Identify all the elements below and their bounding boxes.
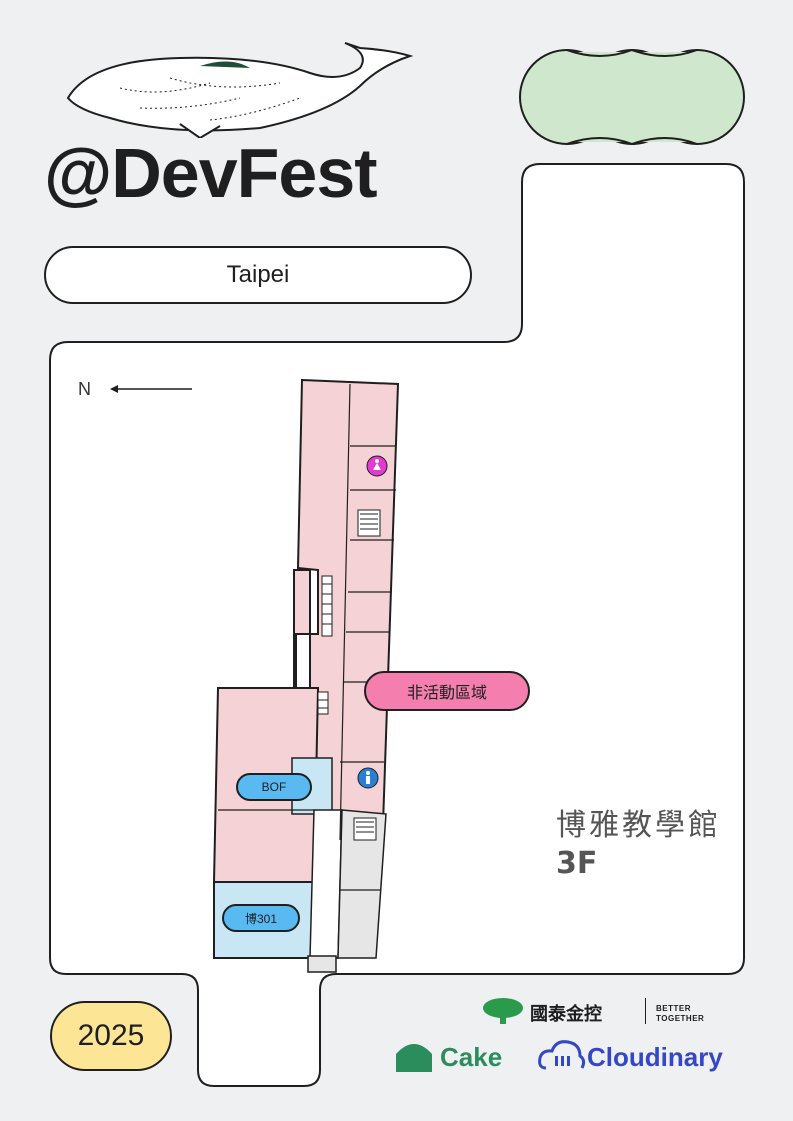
year-badge: 2025 (50, 1001, 172, 1071)
building-name: 博雅教學館 (556, 808, 721, 843)
north-arrow-icon (110, 385, 192, 393)
room-301-label[interactable]: 博301 (222, 904, 300, 932)
inactive-area-label: 非活動區域 (364, 671, 530, 711)
decorative-circles (519, 48, 745, 146)
restroom-male-icon (357, 767, 379, 789)
whale-icon (66, 42, 414, 138)
sponsor-divider (645, 998, 646, 1024)
floor-plan (212, 378, 400, 973)
room-bof-label[interactable]: BOF (236, 773, 312, 801)
sponsor-cloudinary: Cloudinary (587, 1042, 723, 1072)
restroom-female-icon (366, 455, 388, 477)
sponsor-slogan-line2: TOGETHER (656, 1014, 705, 1023)
sponsor-cathay-name: 國泰金控 (530, 1004, 602, 1025)
cloudinary-logo-icon (538, 1040, 586, 1070)
cathay-tree-icon (483, 998, 523, 1024)
page-title: @DevFest (44, 134, 378, 212)
floor-label: 3F (556, 846, 598, 881)
north-label: N (78, 379, 91, 399)
cake-logo-icon (396, 1044, 432, 1072)
sponsor-cake: Cake (440, 1042, 503, 1072)
stairs-icon (317, 509, 381, 841)
city-badge: Taipei (44, 246, 472, 304)
sponsor-slogan-line1: BETTER (656, 1004, 691, 1013)
